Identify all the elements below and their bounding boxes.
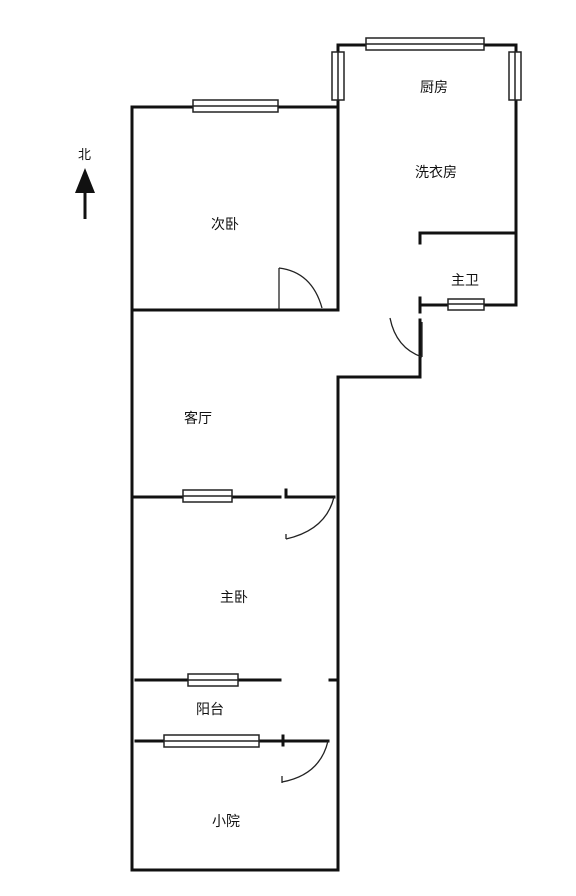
room-label-yard: 小院: [212, 814, 240, 830]
north-label: 北: [78, 148, 92, 163]
room-label-second-bedroom: 次卧: [211, 217, 239, 233]
room-label-master-bath: 主卫: [451, 273, 479, 289]
windows: [163, 37, 522, 748]
room-label-balcony: 阳台: [196, 702, 224, 718]
room-label-living-room: 客厅: [184, 411, 212, 427]
north-arrow-icon: [75, 168, 95, 219]
room-label-master-bedroom: 主卧: [220, 590, 248, 606]
room-label-laundry: 洗衣房: [415, 165, 457, 181]
doors: [278, 267, 423, 783]
room-label-kitchen: 厨房: [420, 80, 448, 96]
